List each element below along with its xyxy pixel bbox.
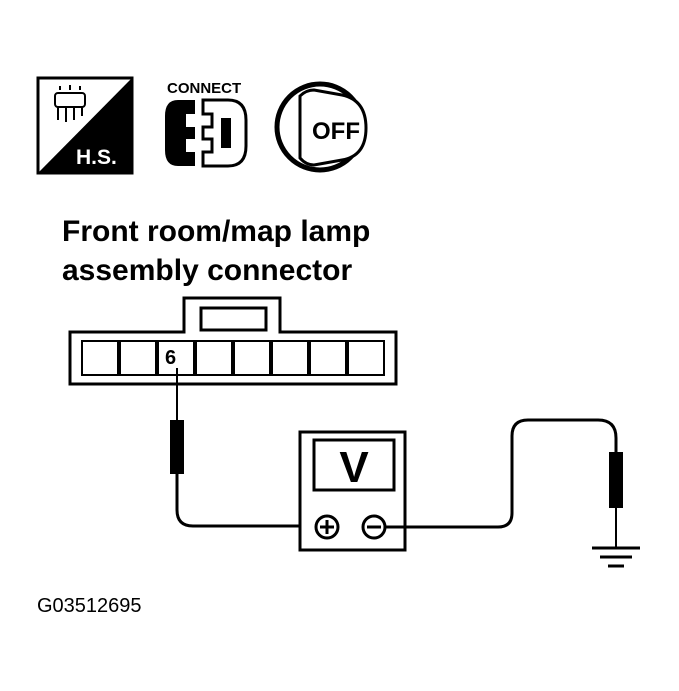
positive-lead-wire: [175, 474, 318, 528]
connector-cavity: [271, 340, 309, 376]
voltmeter: V: [298, 430, 407, 552]
figure-id: G03512695: [37, 595, 142, 617]
ignition-off-label: OFF: [312, 118, 360, 145]
connector-lock-tab: [199, 306, 268, 332]
connector-icon: [165, 98, 248, 168]
connector-title-line2: assembly connector: [62, 254, 352, 287]
connector-cavity: [309, 340, 347, 376]
connector-cavity: [233, 340, 271, 376]
connect-icon-group: CONNECT: [165, 80, 248, 168]
connector-body: 6: [68, 296, 398, 386]
connector-cavity: [347, 340, 385, 376]
connect-label: CONNECT: [167, 80, 241, 97]
hand-symbol-icon: H.S.: [36, 76, 134, 175]
connector-title-line1: Front room/map lamp: [62, 215, 370, 248]
hand-symbol-label: H.S.: [76, 146, 117, 169]
negative-probe: [385, 418, 623, 548]
negative-lead-wire: [385, 418, 618, 529]
voltmeter-display: [312, 438, 396, 492]
positive-probe: [170, 368, 318, 528]
voltmeter-symbol: V: [339, 443, 369, 492]
connector-cavity: [195, 340, 233, 376]
connector-cavity: [119, 340, 157, 376]
ground-icon: [592, 546, 640, 568]
ignition-key-icon: OFF: [274, 81, 368, 173]
connector-cavity: [81, 340, 119, 376]
pin-number-label: 6: [165, 347, 176, 369]
